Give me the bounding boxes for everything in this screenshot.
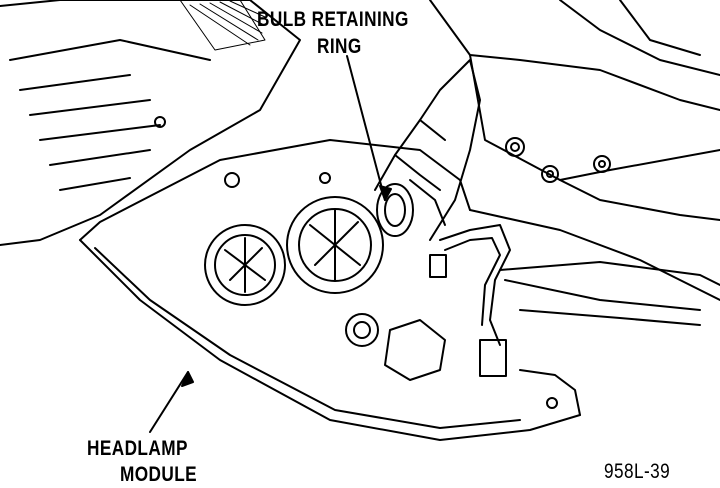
grille-hatching bbox=[179, 0, 266, 51]
leader-lines bbox=[149, 55, 392, 433]
bulb-retaining-ring-label-line2: RING bbox=[317, 35, 362, 58]
figure-id: 958L-39 bbox=[604, 460, 671, 483]
engine-compartment bbox=[429, 0, 720, 221]
bulb-ring-arrowhead bbox=[379, 185, 392, 201]
side-marker-socket bbox=[345, 313, 446, 381]
headlamp-module-label: HEADLAMP bbox=[87, 437, 188, 460]
bulb-retaining-ring-label: BULB RETAINING bbox=[257, 8, 409, 31]
headlamp-module-arrowhead bbox=[181, 371, 194, 387]
technician-hand bbox=[374, 59, 481, 241]
headlamp-housing bbox=[79, 139, 720, 441]
fender-panel bbox=[0, 0, 301, 246]
mounting-fasteners bbox=[154, 116, 558, 409]
bulb-retaining-ring bbox=[376, 183, 414, 237]
headlamp-module-label-line2: MODULE bbox=[120, 463, 198, 486]
bulb-ring-leader-line bbox=[346, 55, 386, 201]
low-beam-reflector bbox=[204, 224, 286, 306]
headlamp-module-leader-line bbox=[149, 371, 189, 433]
high-beam-reflector bbox=[286, 196, 384, 294]
wiring-harness bbox=[429, 224, 511, 377]
